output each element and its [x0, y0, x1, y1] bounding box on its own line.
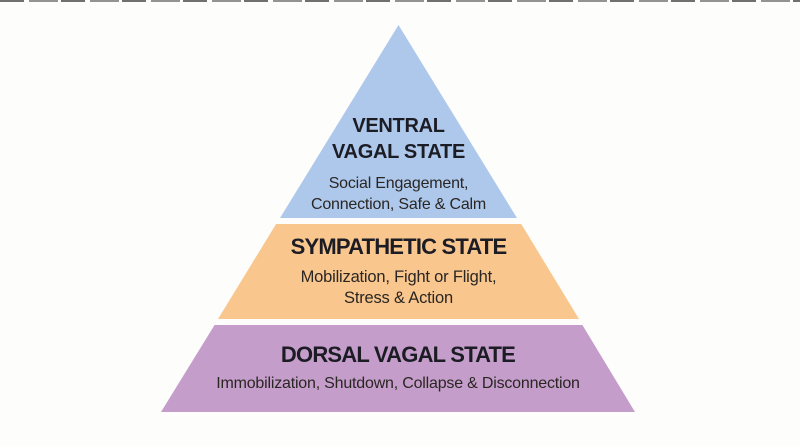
pyramid-tier-sympathetic: SYMPATHETIC STATE Mobilization, Fight or…: [218, 224, 579, 319]
tier-title-ventral-vagal: VENTRAL VAGAL STATE: [332, 115, 465, 163]
tier-title-dorsal-vagal: DORSAL VAGAL STATE: [280, 342, 516, 367]
pyramid-tier-ventral-vagal: VENTRAL VAGAL STATE Social Engagement, C…: [280, 25, 517, 218]
scan-artifact-line: [0, 0, 800, 2]
tier-subtitle-dorsal-vagal: Immobilization, Shutdown, Collapse & Dis…: [216, 375, 580, 392]
tier-subtitle-sympathetic: Mobilization, Fight or Flight, Stress & …: [300, 268, 497, 307]
tier-subtitle-ventral-vagal: Social Engagement, Connection, Safe & Ca…: [310, 175, 487, 213]
pyramid-tier-dorsal-vagal: DORSAL VAGAL STATE Immobilization, Shutd…: [161, 325, 635, 412]
tier-title-sympathetic: SYMPATHETIC STATE: [290, 234, 508, 259]
